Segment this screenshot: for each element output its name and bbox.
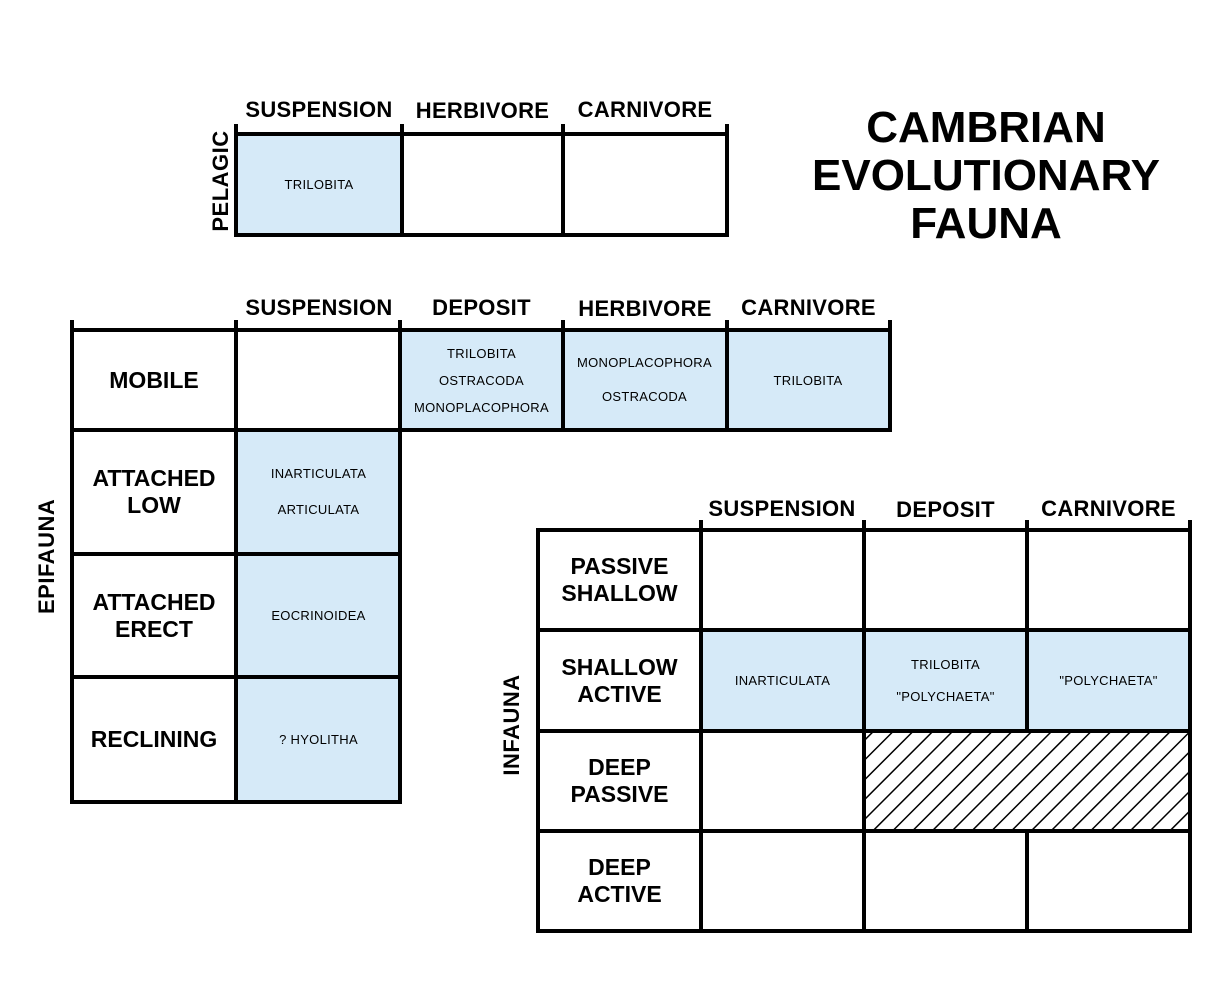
row-label-line-1: SHALLOW bbox=[561, 653, 678, 680]
epifauna-col-herbivore: HERBIVORE bbox=[578, 296, 712, 321]
pelagic-col-herbivore: HERBIVORE bbox=[415, 98, 550, 123]
row-label-line-1: RECLINING bbox=[90, 726, 218, 752]
row-label-line-1: DEEP bbox=[588, 754, 651, 780]
pelagic-col-carnivore: CARNIVORE bbox=[577, 97, 713, 122]
taxon: MONOPLACOPHORA bbox=[414, 399, 549, 415]
taxon: ARTICULATA bbox=[277, 502, 360, 517]
epifauna-col-carnivore: CARNIVORE bbox=[741, 295, 876, 320]
taxon: EOCRINOIDEA bbox=[271, 608, 366, 623]
hatched-region bbox=[864, 731, 1190, 831]
epifauna-cell-mobile-deposit: TRILOBITA OSTRACODA MONOPLACOPHORA bbox=[401, 331, 562, 429]
epifauna-col-suspension: SUSPENSION bbox=[245, 295, 393, 320]
row-label-line-2: SHALLOW bbox=[561, 580, 678, 606]
taxon: "POLYCHAETA" bbox=[896, 688, 995, 704]
row-label-line-1: ATTACHED bbox=[92, 588, 216, 615]
pelagic-col-suspension: SUSPENSION bbox=[245, 97, 393, 122]
epifauna-row-attached-erect: ATTACHED ERECT bbox=[72, 554, 236, 677]
row-label-line-1: MOBILE bbox=[109, 366, 199, 393]
infauna-cell-shallow-active-suspension: INARTICULATA bbox=[702, 631, 863, 730]
pelagic-cell-suspension: TRILOBITA bbox=[237, 134, 401, 234]
row-label-line-2: ERECT bbox=[115, 615, 193, 642]
taxon: OSTRACODA bbox=[601, 389, 688, 404]
row-label-line-2: LOW bbox=[127, 492, 181, 518]
row-label-line-1: DEEP bbox=[588, 854, 651, 880]
row-label-line-1: ATTACHED bbox=[92, 465, 216, 491]
taxon: OSTRACODA bbox=[438, 372, 525, 388]
epifauna-row-attached-low: ATTACHED LOW bbox=[72, 430, 236, 554]
row-label-line-2: PASSIVE bbox=[570, 781, 669, 807]
infauna-row-shallow-active: SHALLOW ACTIVE bbox=[538, 630, 701, 731]
infauna-col-deposit: DEPOSIT bbox=[896, 497, 995, 522]
epifauna-cell-attached-erect-suspension: EOCRINOIDEA bbox=[237, 555, 400, 676]
title-line-3: FAUNA bbox=[910, 199, 1062, 248]
epifauna-cell-reclining-suspension: ? HYOLITHA bbox=[237, 678, 400, 801]
taxon: TRILOBITA bbox=[773, 372, 843, 388]
infauna-col-suspension: SUSPENSION bbox=[708, 496, 856, 521]
title-line-2: EVOLUTIONARY bbox=[812, 151, 1160, 200]
infauna-cell-shallow-active-deposit: TRILOBITA "POLYCHAETA" bbox=[865, 631, 1026, 730]
infauna-cell-shallow-active-carnivore: "POLYCHAETA" bbox=[1028, 631, 1189, 730]
title-line-1: CAMBRIAN bbox=[866, 103, 1106, 152]
epifauna-grid bbox=[70, 320, 892, 804]
infauna-row-passive-shallow: PASSIVE SHALLOW bbox=[538, 530, 701, 630]
taxon: "POLYCHAETA" bbox=[1059, 673, 1158, 688]
pelagic-grid bbox=[234, 124, 729, 237]
infauna-row-deep-passive: DEEP PASSIVE bbox=[538, 731, 701, 831]
row-label-line-1: PASSIVE bbox=[570, 553, 669, 579]
row-label-line-2: ACTIVE bbox=[577, 881, 662, 907]
epifauna-row-reclining: RECLINING bbox=[72, 677, 236, 802]
diagram-title: CAMBRIAN EVOLUTIONARY FAUNA bbox=[800, 104, 1172, 248]
epifauna-cell-mobile-carnivore: TRILOBITA bbox=[727, 331, 889, 429]
taxon: TRILOBITA bbox=[447, 345, 516, 361]
taxon: TRILOBITA bbox=[284, 176, 354, 192]
infauna-row-deep-active: DEEP ACTIVE bbox=[538, 831, 701, 931]
taxon: TRILOBITA bbox=[911, 656, 980, 672]
row-label-line-2: ACTIVE bbox=[577, 680, 662, 707]
infauna-grid bbox=[536, 520, 1192, 933]
taxon: ? HYOLITHA bbox=[279, 732, 358, 747]
infauna-col-carnivore: CARNIVORE bbox=[1041, 496, 1176, 521]
taxon: INARTICULATA bbox=[270, 466, 367, 481]
taxon: INARTICULATA bbox=[734, 673, 831, 688]
epifauna-row-mobile: MOBILE bbox=[72, 330, 236, 430]
epifauna-cell-attached-low-suspension: INARTICULATA ARTICULATA bbox=[237, 431, 400, 553]
epifauna-col-deposit: DEPOSIT bbox=[432, 295, 531, 320]
taxon: MONOPLACOPHORA bbox=[577, 355, 712, 370]
epifauna-cell-mobile-herbivore: MONOPLACOPHORA OSTRACODA bbox=[563, 331, 726, 429]
